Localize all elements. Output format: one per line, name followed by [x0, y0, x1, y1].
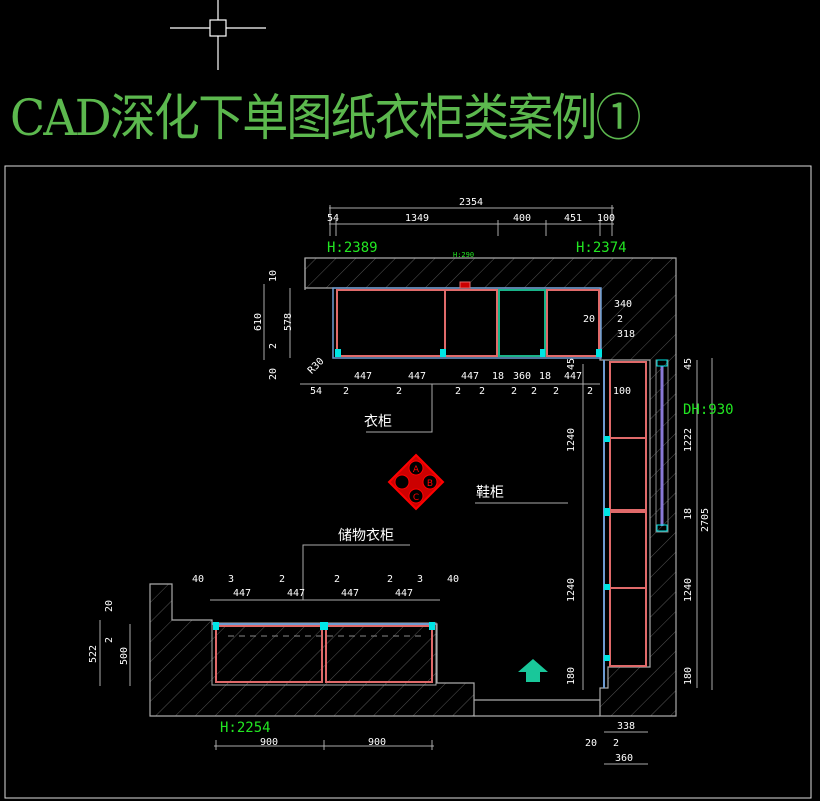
- dim-storage-small: 40: [447, 574, 459, 585]
- dim-storage-left: 500: [119, 647, 130, 665]
- dim-small: 2: [511, 386, 517, 397]
- storage-wardrobe-plan: [211, 622, 437, 686]
- dim-storage: 447: [233, 588, 251, 599]
- dim-radius: R30: [306, 356, 327, 377]
- dim-small: 2: [455, 386, 461, 397]
- dim-storage-small: 3: [228, 574, 234, 585]
- dim-storage-small: 2: [334, 574, 340, 585]
- wardrobe-bottom-dims: 447 447 447 18 360 18 447 54 2 2 2 2 2 2…: [310, 358, 631, 397]
- dim-shoe: 180: [566, 667, 577, 685]
- label-wardrobe: 衣柜: [364, 414, 392, 430]
- dim-door: 447: [564, 371, 582, 382]
- dim-wall: 318: [617, 329, 635, 340]
- dim-storage-small: 3: [417, 574, 423, 585]
- right-wall-dims: 340 20 2 318: [583, 299, 635, 340]
- dim-shoe: 18: [683, 508, 694, 520]
- dim-shoe: 1240: [566, 578, 577, 602]
- symbol-letter-b: B: [427, 479, 433, 489]
- dim-top-gap: 10: [268, 270, 279, 282]
- dim-depth-outer: 610: [253, 313, 264, 331]
- dim-wall: 20: [583, 314, 595, 325]
- sheet-border: [4, 165, 812, 799]
- dim-depth-inner: 578: [283, 313, 294, 331]
- dim-storage-bottom: 900: [260, 737, 278, 748]
- height-bottom-left: H:2254: [220, 720, 271, 736]
- dim-small: 2: [553, 386, 559, 397]
- shoe-cabinet-dims: 1240 1240 180 45 1222 18 1240 180 2705 3…: [566, 358, 711, 764]
- height-top-right: H:2374: [576, 240, 627, 256]
- dim-shoe-bottom: 2: [613, 738, 619, 749]
- dim-shoe: 1222: [683, 428, 694, 452]
- dim-small: 2: [343, 386, 349, 397]
- dim-shoe: 1240: [566, 428, 577, 452]
- dim-storage-left: 20: [104, 600, 115, 612]
- dim-offset: 45: [566, 358, 577, 370]
- dim-top-seg: 1349: [405, 213, 429, 224]
- dim-top-seg: 54: [327, 213, 339, 224]
- dim-storage-small: 2: [279, 574, 285, 585]
- dimension-lines: [99, 205, 713, 765]
- storage-dims: 447 447 447 447 40 3 2 2 2 3 40 20 2 522…: [88, 574, 459, 748]
- dim-shoe-bottom: 338: [617, 721, 635, 732]
- dim-wall: 340: [614, 299, 632, 310]
- dim-top-total: 2354: [459, 197, 483, 208]
- height-top-mid: H:290: [453, 251, 474, 259]
- crosshair-cursor-icon: [170, 0, 266, 70]
- dim-bottom-gap: 20: [268, 368, 279, 380]
- dim-storage: 447: [287, 588, 305, 599]
- dim-storage: 447: [341, 588, 359, 599]
- dim-small: 2: [587, 386, 593, 397]
- dim-shoe: 180: [683, 667, 694, 685]
- dim-shoe: 45: [683, 358, 694, 370]
- dim-storage-bottom: 900: [368, 737, 386, 748]
- dim-top-seg: 400: [513, 213, 531, 224]
- dim-shoe-total: 2705: [700, 508, 711, 532]
- dim-small: 2: [479, 386, 485, 397]
- abc-symbol-icon: A B C: [387, 453, 445, 511]
- dim-door: 360: [513, 371, 531, 382]
- dim-gap: 2: [268, 343, 279, 349]
- dim-door: 447: [408, 371, 426, 382]
- dim-top-seg: 451: [564, 213, 582, 224]
- dim-shoe-bottom: 20: [585, 738, 597, 749]
- height-top-left: H:2389: [327, 240, 378, 256]
- dim-shoe-bottom: 360: [615, 753, 633, 764]
- label-storage-wardrobe: 储物衣柜: [338, 528, 394, 544]
- dim-storage-small: 40: [192, 574, 204, 585]
- wardrobe-plan: [332, 281, 602, 359]
- height-door: DH:930: [683, 402, 734, 418]
- dim-door: 447: [354, 371, 372, 382]
- dim-small: 54: [310, 386, 322, 397]
- entry-arrow-icon: [518, 659, 548, 682]
- dim-wall: 2: [617, 314, 623, 325]
- dim-small: 2: [531, 386, 537, 397]
- dim-small: 100: [613, 386, 631, 397]
- dim-storage-left: 2: [104, 637, 115, 643]
- dim-top-seg: 100: [597, 213, 615, 224]
- symbol-letter-c: C: [413, 493, 419, 503]
- dim-small: 2: [396, 386, 402, 397]
- symbol-letter-a: A: [413, 465, 420, 475]
- dim-panel: 18: [539, 371, 551, 382]
- dim-storage: 447: [395, 588, 413, 599]
- shoe-cabinet-plan: [603, 359, 669, 688]
- label-shoe-cabinet: 鞋柜: [476, 485, 504, 501]
- dim-panel: 18: [492, 371, 504, 382]
- dim-shoe: 1240: [683, 578, 694, 602]
- dim-storage-small: 2: [387, 574, 393, 585]
- dim-storage-left: 522: [88, 645, 99, 663]
- dim-door: 447: [461, 371, 479, 382]
- drawing-title: CAD深化下单图纸衣柜类案例①: [10, 89, 642, 147]
